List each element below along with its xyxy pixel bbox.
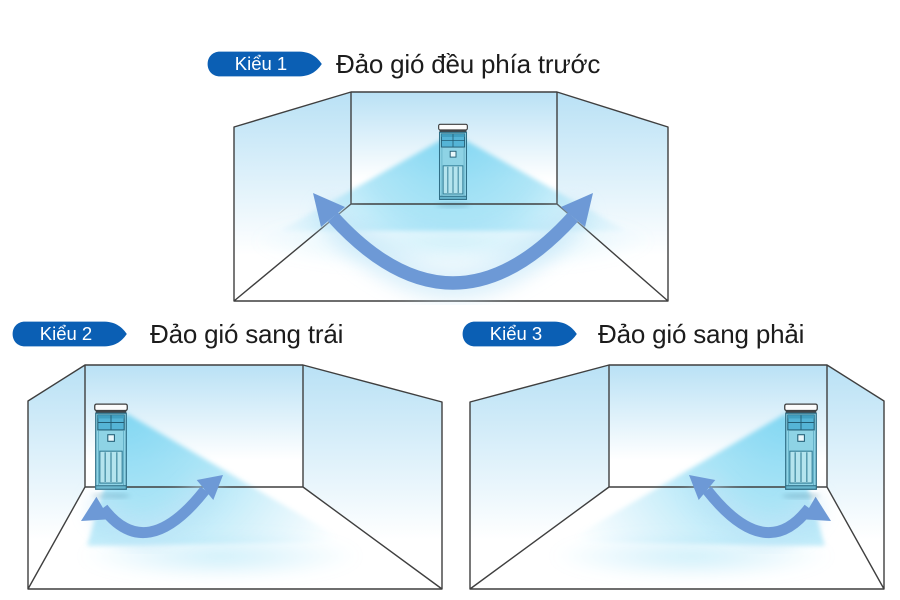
- room-illustration-swing-right: [469, 364, 885, 590]
- type-2-badge: Kiểu 2: [12, 321, 130, 347]
- arrowhead-right: [196, 475, 223, 500]
- ac-unit-icon: [94, 403, 128, 490]
- left-wall: [470, 365, 609, 589]
- right-wall: [827, 365, 884, 589]
- swing-arrow-arc: [98, 486, 210, 538]
- swing-arrow-icon: [81, 475, 223, 547]
- arrowhead-left: [81, 496, 110, 521]
- room-illustration-front-even: [233, 91, 669, 302]
- panel-1-title: Đảo gió đều phía trước: [336, 49, 601, 79]
- panel-2-title: Đảo gió sang trái: [150, 319, 344, 349]
- arrowhead-left: [313, 193, 345, 227]
- badge-shape-icon: [207, 51, 322, 77]
- left-wall: [28, 365, 85, 589]
- swing-arrow-icon: [689, 475, 831, 547]
- swing-arrow-icon: [313, 193, 593, 299]
- unit-shadow: [436, 202, 470, 208]
- swing-arrow-arc: [328, 212, 578, 290]
- swing-arrow-arc: [702, 486, 814, 538]
- arrowhead-left: [689, 475, 716, 500]
- room-illustration-swing-left: [27, 364, 443, 590]
- panel-3-title: Đảo gió sang phải: [598, 319, 805, 349]
- badge-shape-icon: [462, 321, 577, 347]
- floor-glow: [253, 211, 653, 271]
- mirrored-room-shell: [469, 364, 885, 590]
- badge-label: Kiểu 3: [489, 322, 543, 344]
- ac-unit-icon: [784, 403, 818, 490]
- ac-unit-icon: [438, 123, 468, 200]
- arrowhead-right: [561, 193, 593, 227]
- right-wall: [303, 365, 442, 589]
- badge-label: Kiểu 1: [234, 52, 288, 74]
- left-wall: [234, 92, 351, 301]
- badge-label: Kiểu 2: [39, 322, 93, 344]
- type-3-badge: Kiểu 3: [462, 321, 580, 347]
- arrowhead-right: [802, 496, 831, 521]
- right-wall: [557, 92, 668, 301]
- unit-shadow: [782, 493, 820, 499]
- badge-shape-icon: [12, 321, 127, 347]
- type-1-badge: Kiểu 1: [207, 51, 325, 77]
